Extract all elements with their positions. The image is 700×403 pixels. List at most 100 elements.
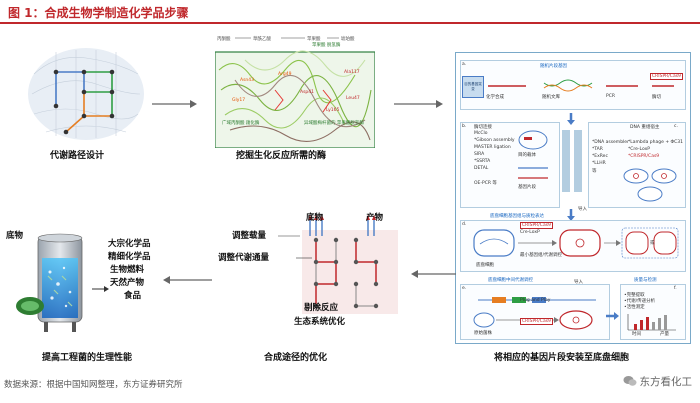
panel-d-label: 最小基因组/代谢调控 [520, 253, 563, 258]
opt-eco-label: 生态系统优化 [294, 317, 346, 327]
panel-e-letter: e. [462, 286, 467, 291]
panel-c-method-4: 等 [592, 169, 597, 174]
panel-d-cells [472, 226, 682, 270]
enzyme-label-acetobacter: 异域酸梅杆菌的 苹果酸脱氢酶 [304, 121, 364, 126]
residue-ly165: Ly165 [326, 108, 340, 113]
panel-a-item-3: 酶切 [652, 95, 661, 100]
panel-a-mutagenesis-box [462, 76, 484, 98]
step-gene-assembly-label: 将相应的基因片段安装至底盘细胞 [494, 353, 630, 363]
arrow-down-a [566, 110, 576, 129]
assembly-panel-b [460, 122, 560, 208]
panel-c-extra-1: *Cre-LoxP [628, 147, 650, 152]
panel-a-letter: a. [462, 62, 467, 67]
panel-d-tool-crispr: CRISPR/Cas9 [520, 222, 553, 229]
arrow-left-3 [410, 264, 458, 283]
panel-c-letter: c. [674, 124, 678, 129]
panel-d-or: 或 [650, 241, 655, 246]
arrow-left-4 [162, 270, 214, 289]
assembly-panel-c [588, 122, 686, 208]
panel-c-host: DNA 重组宿主 [630, 125, 660, 130]
panel-b-method-5: *SSRTA [474, 159, 491, 164]
svg-text:苹果酸: 苹果酸 [307, 35, 321, 42]
panel-a-item-1: 随机文库 [542, 95, 560, 100]
panel-b-vector-icon [514, 126, 552, 194]
residue-gly17: Gly17 [232, 98, 246, 103]
panel-bc-connector [562, 130, 570, 192]
opt-substrate-label: 底物 [306, 213, 324, 223]
panel-a-item-2: PCR [606, 94, 615, 99]
wechat-icon [623, 375, 637, 390]
panel-b-method-7: OE-PCR 等 [474, 181, 497, 186]
panel-b-method-3: MASTER ligation [474, 145, 511, 150]
enzyme-label-mdh: 苹果酸 脱氢酶 [312, 43, 341, 48]
panel-f-letter: f. [674, 286, 677, 291]
panel-e-tool-plug: Plug and Play [520, 298, 551, 303]
step-pathway-optimization-label: 合成途径的优化 [264, 353, 328, 363]
panel-d-header: 底盘细胞基因组与质粒表达 [490, 214, 544, 219]
opt-adjust-flux: 调整代谢通量 [218, 253, 270, 263]
residue-ala117: Ala117 [344, 70, 360, 75]
panel-b-method-2: *Gibson assembly [474, 138, 515, 143]
product-fine-chemicals: 精细化学品 [108, 252, 151, 262]
panel-c-extra-2: *CRISPR/Cas9 [628, 154, 660, 159]
panel-e-header: 底盘细胞中间代谢调控 [488, 278, 533, 283]
arrow-down-bc [566, 206, 576, 225]
opt-adjust-amount: 调整载量 [232, 231, 267, 241]
svg-text:丙酮酸: 丙酮酸 [217, 35, 231, 42]
step-enzyme-mining-label: 挖掘生化反应所需的酶 [236, 151, 327, 161]
figure-title: 图 1：合成生物学制造化学品步骤 [8, 6, 189, 20]
optimization-diagram [256, 210, 408, 320]
panel-b-method-6: DETAL [474, 166, 489, 171]
residue-leu47: Leu47 [346, 96, 360, 101]
panel-e-note: 原始菌株 [474, 331, 492, 336]
panel-e-tool-crispr: CRISPR/Cas9 [520, 318, 553, 325]
panel-f-axis-y: 产量 [660, 332, 669, 337]
panel-c-method-3: *LLHR [592, 161, 606, 166]
enzyme-panel: 丙酮酸 草酰乙酸 苹果酸 琥珀酸 [214, 30, 376, 149]
arrow-right-ef [606, 306, 620, 325]
title-rule [0, 22, 700, 24]
intro-label-1: 导入 [578, 207, 587, 212]
watermark-text: 东方看化工 [639, 376, 693, 388]
panel-c-extra-0: *Lambda phage + ΦC31 [628, 140, 683, 145]
panel-b-target: 目的载体 [518, 153, 536, 158]
panel-f-chart [626, 312, 678, 336]
panel-b-letter: b. [462, 124, 467, 129]
svg-text:琥珀酸: 琥珀酸 [341, 35, 355, 42]
panel-b-gene: 基因片段 [518, 185, 536, 190]
panel-c-method-0: *DNA assembler [592, 140, 629, 145]
panel-f-item-0: •完整提取 [624, 293, 645, 298]
panel-c-method-2: *ExRec [592, 154, 608, 159]
svg-text:草酰乙酸: 草酰乙酸 [253, 35, 271, 42]
panel-a-sequences [486, 78, 676, 97]
panel-f-item-2: •活性测定 [624, 305, 645, 310]
intro-label-2: 导入 [574, 280, 583, 285]
pathway-design-illustration [26, 44, 146, 144]
product-bulk-chemicals: 大宗化学品 [108, 239, 151, 249]
product-food: 食品 [124, 291, 142, 301]
panel-f-header: 质量与检测 [634, 278, 657, 283]
enzyme-label-carboxylase: 广域丙酮酸 羧化酶 [222, 121, 260, 126]
product-biofuels: 生物燃料 [110, 265, 145, 275]
panel-f-axis-x: 时间 [632, 332, 641, 337]
panel-bc-connector-2 [574, 130, 582, 192]
source-footer: 数据来源：根据中国知网整理，东方证券研究所 [4, 380, 183, 390]
residue-arg49: Arg49 [278, 72, 292, 77]
panel-f-item-1: •代谢/传递分析 [624, 299, 656, 304]
bioreactor-substrate-label: 底物 [6, 231, 24, 241]
panel-a-item-0: 化学合成 [486, 95, 504, 100]
panel-c-cells-icon [620, 164, 680, 206]
panel-e-diagram [468, 290, 606, 338]
opt-remove-label: 剔除反应 [304, 303, 339, 313]
panel-d-letter: d. [462, 222, 467, 227]
panel-a-crispr: CRISPR/Cas9 [650, 73, 683, 80]
panel-d-note: 底盘细胞 [476, 263, 494, 268]
panel-b-method-0: 酶切连接 [474, 125, 492, 130]
residue-asp41: Asp41 [300, 90, 315, 95]
opt-product-label: 产物 [366, 213, 384, 223]
panel-c-method-1: *TAR [592, 147, 603, 152]
bioreactor-arrow [92, 278, 110, 297]
step-pathway-design-label: 代谢路径设计 [50, 151, 105, 161]
residue-asn43: Asn43 [240, 78, 255, 83]
watermark: 东方看化工 [623, 374, 693, 390]
